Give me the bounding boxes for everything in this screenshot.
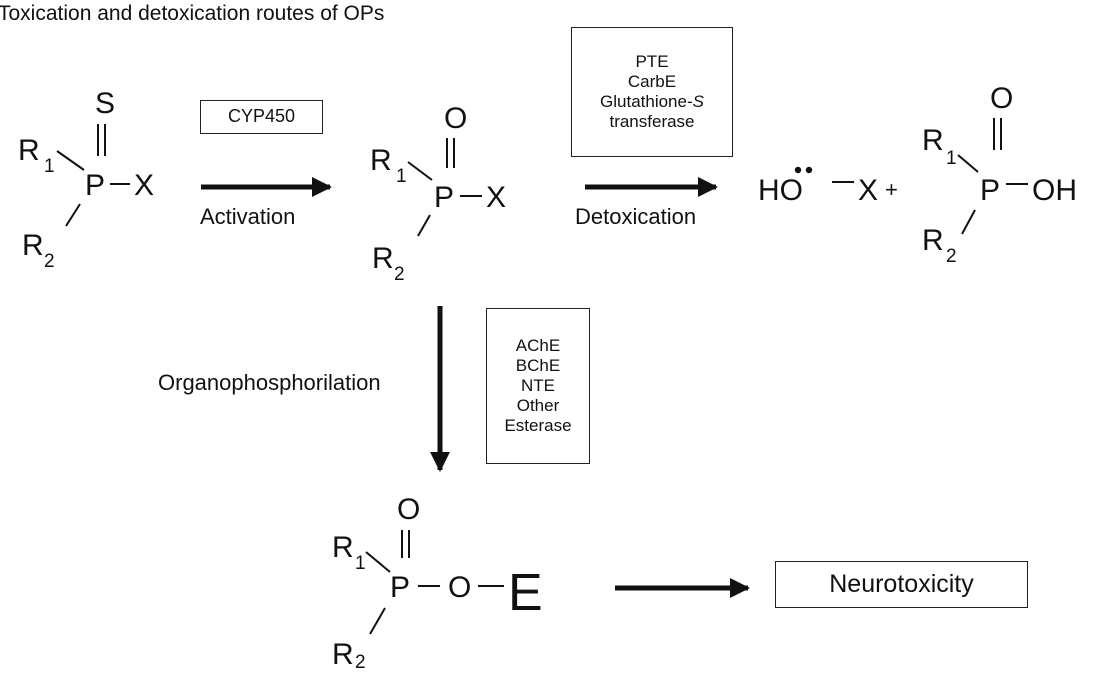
cyp450-enzyme-box: CYP450: [200, 100, 323, 134]
activation-label: Activation: [200, 204, 296, 229]
enzyme-adduct-r2-subscript: 2: [355, 652, 366, 673]
acid-r1-bond: [957, 154, 979, 173]
thion-r2-subscript: 2: [44, 251, 55, 272]
oxon-r1: R: [370, 144, 392, 177]
enzyme-adduct-r2-bond: [369, 607, 386, 635]
product-x-group: X: [858, 174, 878, 207]
oxon-x-group: X: [486, 181, 506, 214]
enzyme-bche: BChE: [515, 356, 561, 376]
oxon-oxygen-atom: O: [444, 102, 467, 135]
esterase-enzymes-box: AChE BChE NTE Other Esterase: [486, 308, 590, 464]
enzyme-carbe: CarbE: [627, 72, 677, 92]
neurotoxicity-box: Neurotoxicity: [775, 561, 1028, 608]
plus-sign: +: [885, 177, 898, 202]
oxon-r1-subscript: 1: [396, 166, 407, 187]
acid-oxygen-atom: O: [990, 82, 1013, 115]
acid-r2-bond: [961, 209, 976, 235]
enzyme-adduct-phosphorus-atom: P: [390, 571, 410, 604]
enzyme-adduct-oxygen-atom: O: [397, 493, 420, 526]
acid-r2-subscript: 2: [946, 246, 957, 267]
enzyme-glutathione: Glutathione-S: [600, 92, 704, 111]
thion-r2-bond: [65, 203, 81, 227]
neurotoxicity-label: Neurotoxicity: [829, 569, 974, 598]
hydrolysis-products: HO X + O P OH R 1 R 2: [758, 82, 1077, 267]
acid-r1-subscript: 1: [946, 148, 957, 169]
enzyme-adduct-r1: R: [332, 531, 354, 564]
oxon-molecule: O P X R 1 R 2: [370, 102, 506, 285]
acid-r2: R: [922, 224, 944, 257]
lone-pair-dot-left: [794, 166, 802, 174]
enzyme-symbol: E: [508, 564, 543, 622]
thion-x-group: X: [134, 169, 154, 202]
ester-oxygen-atom: O: [448, 571, 471, 604]
enzyme-adduct-r2: R: [332, 638, 354, 671]
acid-phosphorus-atom: P: [980, 174, 1000, 207]
enzyme-pte: PTE: [635, 52, 669, 72]
detoxication-label: Detoxication: [575, 204, 697, 229]
oxon-r1-bond: [407, 161, 433, 181]
enzyme-adduct-r1-bond: [365, 551, 391, 573]
oxon-r2-bond: [417, 214, 431, 237]
oxon-r2-subscript: 2: [394, 264, 405, 285]
thion-sulfur-atom: S: [95, 87, 115, 120]
lone-pair-dot-right: [805, 166, 813, 174]
detoxication-enzymes-box: PTE CarbE Glutathione-S transferase: [571, 27, 733, 157]
enzyme-esterase: Esterase: [504, 415, 572, 435]
organophosphorilation-label: Organophosphorilation: [158, 370, 381, 395]
enzyme-ache: AChE: [515, 336, 561, 356]
oxon-r2: R: [372, 242, 394, 275]
acid-r1: R: [922, 124, 944, 157]
enzyme-adduct-r1-subscript: 1: [355, 553, 366, 574]
phosphorylated-enzyme-molecule: O P O E R 1 R 2: [332, 493, 543, 673]
cyp450-label: CYP450: [227, 106, 296, 127]
thion-r1-bond: [56, 150, 85, 171]
thion-molecule: S P X R 1 R 2: [18, 87, 154, 272]
thion-r1-subscript: 1: [44, 156, 55, 177]
thion-r1: R: [18, 134, 40, 167]
italic-s: S: [692, 92, 704, 111]
oxon-phosphorus-atom: P: [434, 181, 454, 214]
enzyme-other: Other: [516, 395, 560, 415]
thion-r2: R: [22, 229, 44, 262]
hydroxide-group: HO: [758, 174, 803, 207]
hydroxyl-group: OH: [1032, 174, 1077, 207]
thion-phosphorus-atom: P: [85, 169, 105, 202]
enzyme-transferase: transferase: [609, 111, 695, 131]
enzyme-nte: NTE: [521, 376, 555, 396]
figure-title: Toxication and detoxication routes of OP…: [0, 2, 385, 25]
